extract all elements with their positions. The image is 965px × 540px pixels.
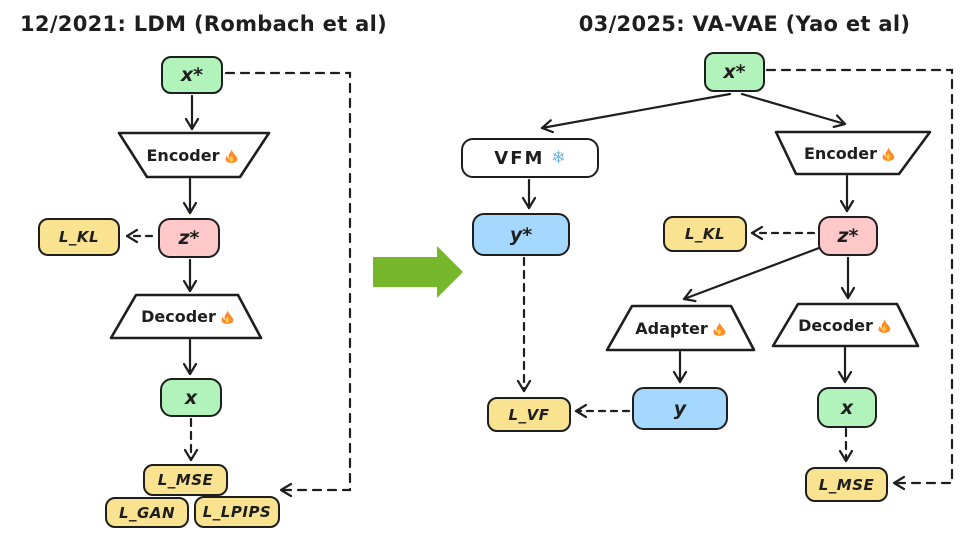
vavae-encoder-node: Encoder bbox=[782, 137, 918, 169]
ldm-llpips-node: L_LPIPS bbox=[194, 496, 280, 528]
ldm-encoder-node: Encoder bbox=[125, 139, 260, 171]
vavae-shapes bbox=[605, 130, 932, 352]
ldm-z-star-label: z* bbox=[178, 227, 200, 249]
vavae-x-label: x bbox=[840, 396, 854, 419]
vavae-adapter-label: Adapter bbox=[635, 318, 708, 338]
vavae-decoder-label: Decoder bbox=[798, 315, 873, 335]
vavae-encoder-label: Encoder bbox=[804, 143, 877, 163]
ldm-lgan-label: L_GAN bbox=[118, 503, 176, 522]
vavae-lvf-node: L_VF bbox=[487, 397, 571, 432]
vavae-x-star-label: x* bbox=[723, 61, 746, 83]
vavae-lmse-node: L_MSE bbox=[805, 467, 888, 502]
fire-icon bbox=[221, 309, 234, 324]
ldm-z-star-node: z* bbox=[158, 218, 220, 258]
arrow-ldm-feedback bbox=[224, 71, 352, 498]
ldm-decoder-node: Decoder bbox=[118, 300, 258, 332]
vavae-x-star-node: x* bbox=[704, 52, 765, 92]
vavae-adapter-shape bbox=[605, 304, 756, 352]
vavae-y-star-label: y* bbox=[509, 223, 533, 246]
ldm-title: 12/2021: LDM (Rombach et al) bbox=[20, 12, 388, 36]
ldm-x-node: x bbox=[160, 378, 222, 417]
vavae-adapter-node: Adapter bbox=[612, 312, 750, 344]
vavae-decoder-node: Decoder bbox=[777, 309, 913, 341]
fire-icon bbox=[713, 321, 726, 336]
ldm-shapes bbox=[109, 131, 271, 340]
arrow-vavae-feedback bbox=[765, 68, 954, 491]
snowflake-icon: ❄ bbox=[551, 148, 566, 168]
vavae-title: 03/2025: VA-VAE (Yao et al) bbox=[578, 12, 911, 36]
arrow-vavae-xstar-to-encoder bbox=[740, 92, 847, 129]
ldm-arrows bbox=[125, 71, 352, 498]
ldm-lmse-node: L_MSE bbox=[143, 464, 228, 496]
ldm-decoder-shape bbox=[109, 293, 263, 340]
arrow-vavae-zstar-to-adapter bbox=[682, 246, 821, 303]
vavae-arrows bbox=[516, 68, 954, 491]
ldm-x-star-node: x* bbox=[161, 56, 223, 94]
vavae-z-star-node: z* bbox=[818, 216, 878, 256]
ldm-lgan-node: L_GAN bbox=[105, 497, 189, 528]
fire-icon bbox=[882, 146, 895, 161]
vavae-lkl-label: L_KL bbox=[684, 225, 726, 243]
vavae-vfm-label: VFM bbox=[494, 147, 545, 169]
vavae-y-label: y bbox=[673, 397, 687, 420]
ldm-llpips-label: L_LPIPS bbox=[202, 503, 272, 521]
ldm-lmse-label: L_MSE bbox=[157, 471, 214, 489]
vavae-y-node: y bbox=[632, 387, 728, 430]
vavae-lmse-label: L_MSE bbox=[818, 475, 875, 494]
ldm-x-label: x bbox=[184, 386, 198, 409]
arrow-vavae-xstar-to-vfm bbox=[540, 92, 732, 134]
vavae-x-node: x bbox=[817, 387, 877, 428]
vavae-lkl-node: L_KL bbox=[663, 216, 747, 252]
vavae-lvf-label: L_VF bbox=[508, 405, 550, 424]
fire-icon bbox=[225, 148, 237, 163]
fire-icon bbox=[878, 318, 891, 333]
ldm-encoder-shape bbox=[117, 131, 271, 179]
vavae-y-star-node: y* bbox=[472, 213, 570, 256]
vavae-decoder-shape bbox=[771, 302, 920, 348]
vavae-encoder-shape bbox=[774, 130, 932, 176]
ldm-x-star-label: x* bbox=[180, 64, 204, 86]
ldm-decoder-label: Decoder bbox=[141, 306, 216, 326]
ldm-lkl-label: L_KL bbox=[58, 228, 100, 246]
vavae-vfm-node: VFM ❄ bbox=[461, 138, 599, 178]
ldm-lkl-node: L_KL bbox=[38, 218, 120, 256]
vavae-z-star-label: z* bbox=[837, 225, 859, 247]
transition-arrow bbox=[373, 246, 463, 298]
ldm-encoder-label: Encoder bbox=[146, 145, 220, 165]
